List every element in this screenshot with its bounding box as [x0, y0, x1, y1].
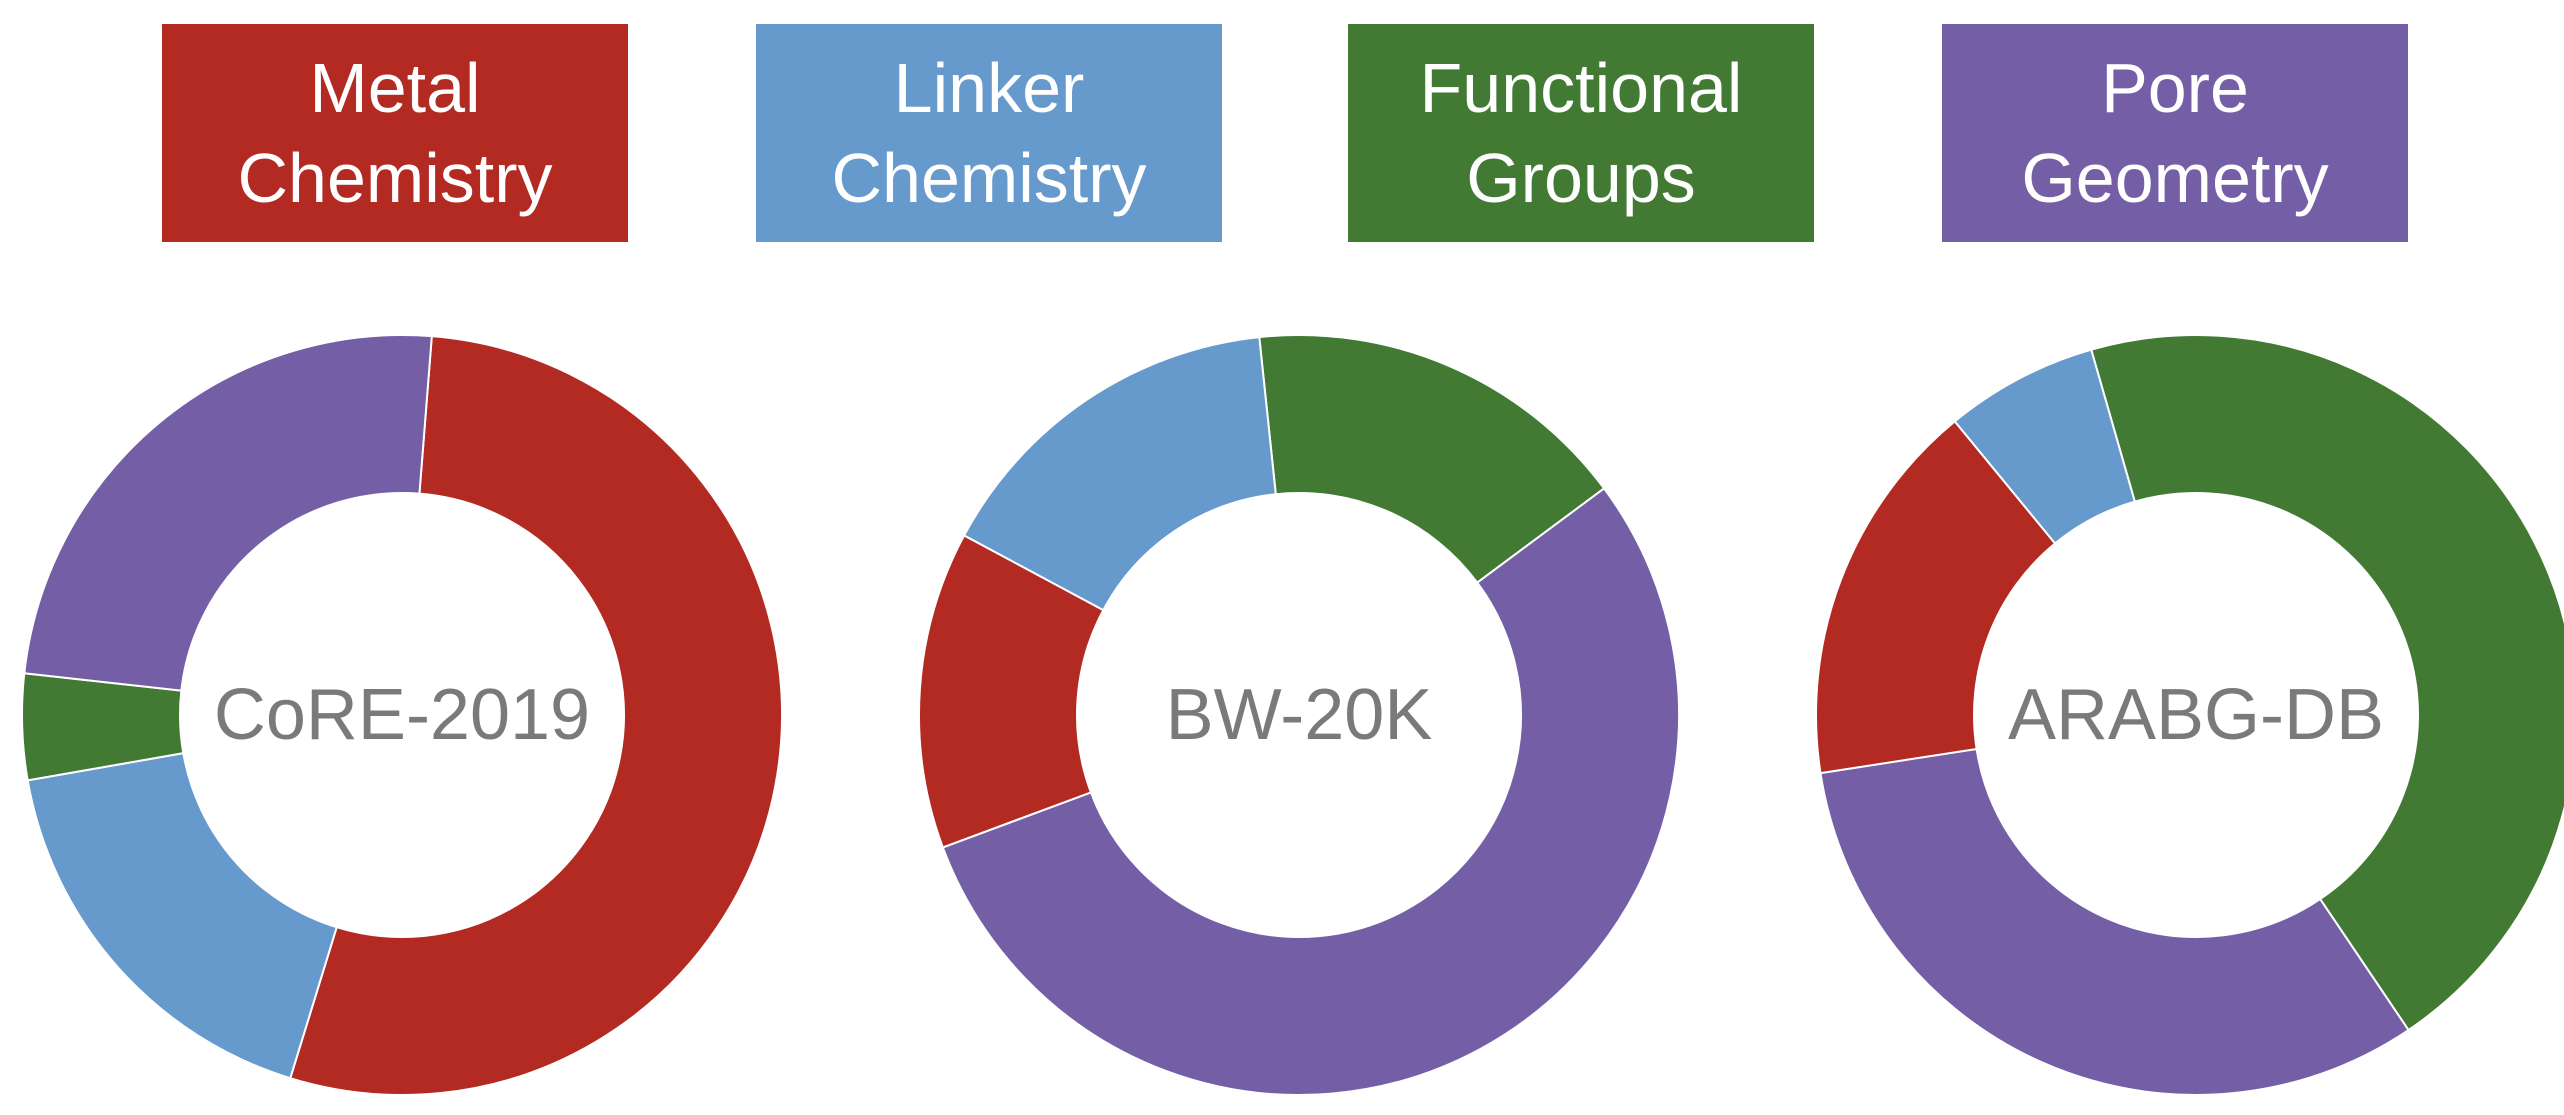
donut-arabg-db: ARABG-DB [1815, 334, 2564, 1096]
slice-bw-20k-functional-groups [1258, 334, 1606, 585]
donut-bw-20k: BW-20K [918, 334, 1680, 1096]
center-label-core-2019: CoRE-2019 [214, 675, 590, 755]
center-label-bw-20k: BW-20K [1166, 675, 1433, 755]
slice-core-2019-metal-chemistry [289, 335, 784, 1096]
slice-arabg-db-linker-chemistry [1953, 348, 2137, 545]
legend-linker-chemistry-line2: Chemistry [831, 139, 1147, 217]
legend-metal-chemistry-line2: Chemistry [237, 139, 553, 217]
center-label-arabg-db: ARABG-DB [2008, 675, 2384, 755]
slice-bw-20k-pore-geometry [941, 487, 1680, 1096]
slice-arabg-db-pore-geometry [1819, 747, 2410, 1096]
legend-linker-chemistry-line1: Linker [893, 49, 1085, 127]
legend-functional-groups-line1: Functional [1419, 49, 1743, 127]
donut-core-2019: CoRE-2019 [21, 334, 784, 1096]
legend-functional-groups: Functional Groups [1348, 24, 1814, 242]
legend-functional-groups-line2: Groups [1466, 139, 1696, 217]
slice-arabg-db-functional-groups [2090, 334, 2564, 1032]
slice-bw-20k-linker-chemistry [962, 335, 1277, 612]
slice-core-2019-pore-geometry [23, 334, 433, 692]
legend-metal-chemistry-line1: Metal [309, 49, 481, 127]
legend-metal-chemistry: Metal Chemistry [162, 24, 628, 242]
slice-arabg-db-metal-chemistry [1815, 419, 2057, 775]
legend: Metal Chemistry Linker Chemistry Functio… [0, 0, 2564, 260]
legend-linker-chemistry: Linker Chemistry [756, 24, 1222, 242]
legend-pore-geometry-line2: Geometry [2021, 139, 2329, 217]
slice-core-2019-linker-chemistry [26, 752, 338, 1080]
legend-pore-geometry-line1: Pore [2101, 49, 2249, 127]
legend-pore-geometry: Pore Geometry [1942, 24, 2408, 242]
